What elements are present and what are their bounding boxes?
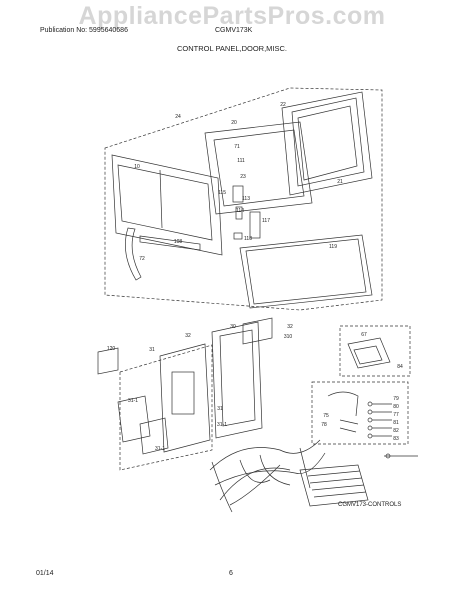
- control-panel-part: [111, 154, 223, 256]
- callout-113: 113: [242, 196, 250, 202]
- footer-date: 01/14: [36, 570, 54, 577]
- callout-75: 75: [323, 413, 329, 419]
- publication-number: Publication No: 5995640686: [40, 27, 128, 34]
- callout-79: 79: [393, 396, 399, 402]
- callout-118: 118: [244, 236, 252, 242]
- callout-119: 119: [329, 244, 337, 250]
- diagram-caption: CGMV173-CONTROLS: [338, 502, 401, 508]
- door-glass-part: [239, 234, 373, 309]
- callout-67: 67: [361, 332, 367, 338]
- callout-84: 84: [397, 364, 403, 370]
- page-title: CONTROL PANEL,DOOR,MISC.: [176, 44, 287, 53]
- callout-31-1a: 31-1: [128, 398, 138, 404]
- callout-83: 83: [393, 436, 399, 442]
- callout-82: 82: [393, 428, 399, 434]
- callout-10: 10: [134, 164, 140, 170]
- control-housing-outline: [119, 344, 213, 471]
- callout-30: 30: [230, 324, 236, 330]
- callout-31-1c: 31-1: [217, 422, 227, 428]
- control-board-part: [211, 321, 263, 439]
- callout-117: 117: [262, 218, 270, 224]
- watermark: AppliancePartsPros.com: [78, 2, 386, 30]
- callout-23: 23: [240, 174, 246, 180]
- accessory-box-outline: [339, 325, 411, 377]
- callout-310: 310: [284, 334, 293, 340]
- callout-81: 81: [393, 420, 399, 426]
- callout-31-1b: 31-1: [155, 446, 165, 452]
- callout-22: 22: [280, 102, 286, 108]
- footer-page-number: 6: [229, 570, 233, 577]
- callout-120: 120: [107, 346, 116, 352]
- callout-78: 78: [321, 422, 327, 428]
- callout-108: 108: [174, 239, 183, 245]
- callout-111: 111: [237, 158, 245, 164]
- fastener-box-outline: [311, 381, 409, 445]
- callout-32b: 32: [287, 324, 293, 330]
- callout-32: 32: [185, 333, 191, 339]
- callout-24: 24: [175, 114, 181, 120]
- callout-114: 114: [236, 208, 244, 214]
- callout-20: 20: [231, 120, 237, 126]
- callout-72: 72: [139, 256, 145, 262]
- inner-door-part: [204, 121, 313, 215]
- callout-115: 115: [218, 190, 226, 196]
- callout-21: 21: [337, 179, 343, 185]
- door-assembly-outline: [104, 87, 383, 311]
- callout-31b: 31: [217, 406, 223, 412]
- callout-71: 71: [234, 144, 240, 150]
- callout-77: 77: [393, 412, 399, 418]
- door-frame-part: [281, 91, 373, 196]
- callout-80: 80: [393, 404, 399, 410]
- rack-part: [299, 464, 369, 507]
- model-number: CGMV173K: [215, 27, 253, 34]
- callout-31: 31: [149, 347, 155, 353]
- wire-harness-part: [209, 439, 321, 471]
